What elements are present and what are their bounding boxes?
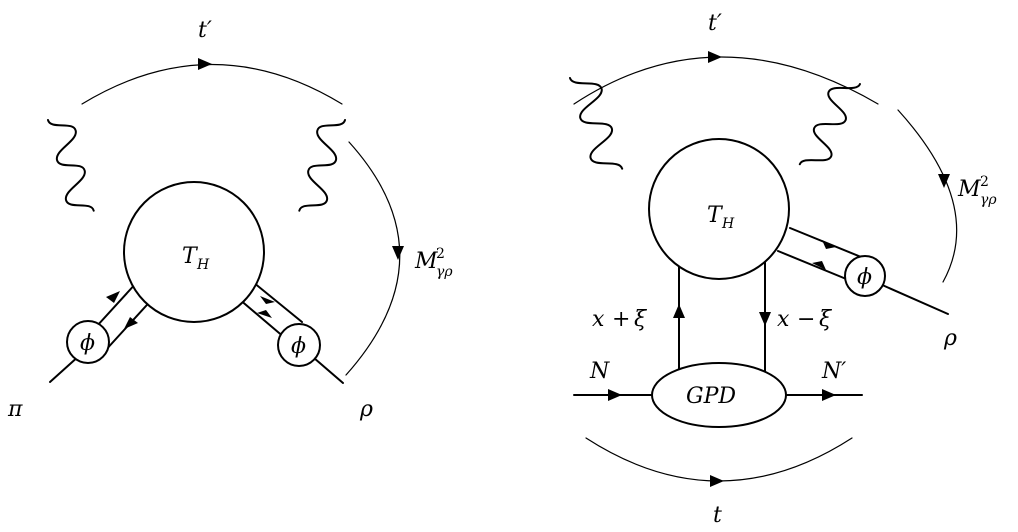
left-pion-label: π bbox=[7, 397, 23, 422]
right-t-arc bbox=[585, 437, 853, 482]
left-rho-da-label: ϕ bbox=[291, 334, 306, 359]
right-rho-quark-line-1 bbox=[777, 250, 857, 284]
right-mass-arrow bbox=[938, 174, 950, 188]
right-incoming-photon bbox=[569, 77, 624, 170]
right-quark-arrow-up bbox=[673, 304, 685, 318]
left-tprime-label: t′ bbox=[198, 18, 212, 43]
left-pion-antiquark-arrow bbox=[124, 317, 138, 329]
left-incoming-photon bbox=[47, 119, 95, 212]
left-tprime-arrow bbox=[198, 58, 212, 70]
right-rho-da-label: ϕ bbox=[857, 265, 872, 290]
right-quark-arrow-down bbox=[759, 312, 771, 326]
left-pion-da-circle bbox=[66, 320, 110, 364]
right-gpd-label: GPD bbox=[686, 384, 736, 409]
right-nucleon-in-label: N bbox=[589, 359, 610, 384]
right-hard-part-blob bbox=[648, 138, 790, 280]
right-tprime-arrow bbox=[708, 51, 722, 63]
left-mass-label: M 2 γρ bbox=[414, 245, 453, 280]
left-hard-part-label: T H bbox=[182, 244, 210, 273]
left-rho-quark-line-2 bbox=[247, 277, 303, 323]
left-diagram: t′ M 2 γρ T H ϕ bbox=[7, 18, 453, 422]
right-nucleon-out-label: N′ bbox=[821, 359, 846, 384]
right-gpd-blob bbox=[651, 362, 787, 428]
left-rho-antiquark-arrow bbox=[260, 296, 275, 304]
left-tprime-arc bbox=[81, 63, 343, 105]
left-pion-da-label: ϕ bbox=[80, 331, 95, 356]
right-rho-line bbox=[879, 283, 949, 315]
right-rho-quark-arrow bbox=[822, 240, 836, 249]
right-hard-part-label: T H bbox=[707, 203, 735, 232]
right-x-plus-xi-label: x + ξ bbox=[592, 307, 648, 332]
right-rho-label: ρ bbox=[943, 326, 957, 351]
right-nucleon-in-arrow bbox=[608, 389, 622, 401]
right-mass-label: M 2 γρ bbox=[957, 173, 997, 208]
left-pion-quark-arrow bbox=[106, 291, 120, 303]
left-mass-arrow bbox=[392, 246, 404, 260]
left-rho-line bbox=[313, 357, 344, 384]
right-x-minus-xi-label: x − ξ bbox=[777, 307, 833, 332]
left-rho-da-circle bbox=[277, 323, 321, 367]
right-rho-da-circle bbox=[844, 255, 886, 297]
right-t-arrow bbox=[710, 475, 724, 487]
right-mass-arc bbox=[897, 109, 958, 283]
right-tprime-arc bbox=[573, 56, 879, 105]
left-mass-arc bbox=[345, 141, 401, 376]
right-outgoing-photon bbox=[798, 83, 861, 166]
left-rho-label: ρ bbox=[359, 397, 373, 422]
left-rho-quark-arrow bbox=[257, 310, 272, 318]
left-outgoing-photon bbox=[298, 119, 346, 212]
right-nucleon-out-arrow bbox=[822, 389, 836, 401]
right-rho-antiquark-arrow bbox=[812, 261, 826, 270]
right-t-label: t bbox=[713, 503, 722, 528]
right-diagram: t′ M 2 γρ T H ϕ ρ bbox=[569, 11, 997, 528]
right-tprime-label: t′ bbox=[708, 11, 722, 36]
left-hard-part-blob bbox=[123, 181, 265, 323]
